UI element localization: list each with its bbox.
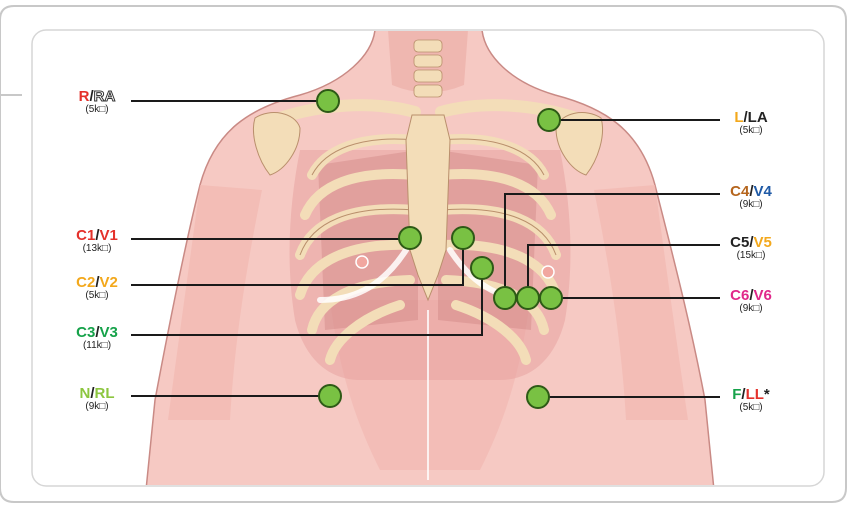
label-v1-impedance: (13k□) (62, 244, 132, 254)
label-ll: F/LL* (5k□) (720, 387, 782, 413)
electrode-v6[interactable] (540, 287, 562, 309)
electrode-rl[interactable] (319, 385, 341, 407)
label-la-impedance: (5k□) (720, 126, 782, 136)
label-v5-impedance: (15k□) (720, 251, 782, 261)
label-v1-name: C1/V1 (62, 228, 132, 243)
label-v5-name: C5/V5 (720, 235, 782, 250)
label-ra: R/RA (5k□) (62, 89, 132, 115)
electrode-v3[interactable] (471, 257, 493, 279)
electrode-v2[interactable] (452, 227, 474, 249)
label-v3: C3/V3 (11k□) (62, 325, 132, 351)
label-v4: C4/V4 (9k□) (720, 184, 782, 210)
electrode-ra[interactable] (317, 90, 339, 112)
electrode-v1[interactable] (399, 227, 421, 249)
label-v6-name: C6/V6 (720, 288, 782, 303)
label-v2: C2/V2 (5k□) (62, 275, 132, 301)
label-v2-name: C2/V2 (62, 275, 132, 290)
nipple-left (356, 256, 368, 268)
label-ra-name: R/RA (62, 89, 132, 104)
label-rl-impedance: (9k□) (62, 402, 132, 412)
label-v6-impedance: (9k□) (720, 304, 782, 314)
label-ll-impedance: (5k□) (720, 403, 782, 413)
label-v1: C1/V1 (13k□) (62, 228, 132, 254)
label-la: L/LA (5k□) (720, 110, 782, 136)
label-rl-name: N/RL (62, 386, 132, 401)
electrode-v4[interactable] (494, 287, 516, 309)
label-v5: C5/V5 (15k□) (720, 235, 782, 261)
electrode-ll[interactable] (527, 386, 549, 408)
label-v4-name: C4/V4 (720, 184, 782, 199)
label-v4-impedance: (9k□) (720, 200, 782, 210)
nipple-right (542, 266, 554, 278)
electrode-la[interactable] (538, 109, 560, 131)
label-la-name: L/LA (720, 110, 782, 125)
label-v3-name: C3/V3 (62, 325, 132, 340)
label-v2-impedance: (5k□) (62, 291, 132, 301)
label-ll-name: F/LL* (720, 387, 782, 402)
label-rl: N/RL (9k□) (62, 386, 132, 412)
electrode-v5[interactable] (517, 287, 539, 309)
label-ra-impedance: (5k□) (62, 105, 132, 115)
label-v3-impedance: (11k□) (62, 341, 132, 351)
label-v6: C6/V6 (9k□) (720, 288, 782, 314)
